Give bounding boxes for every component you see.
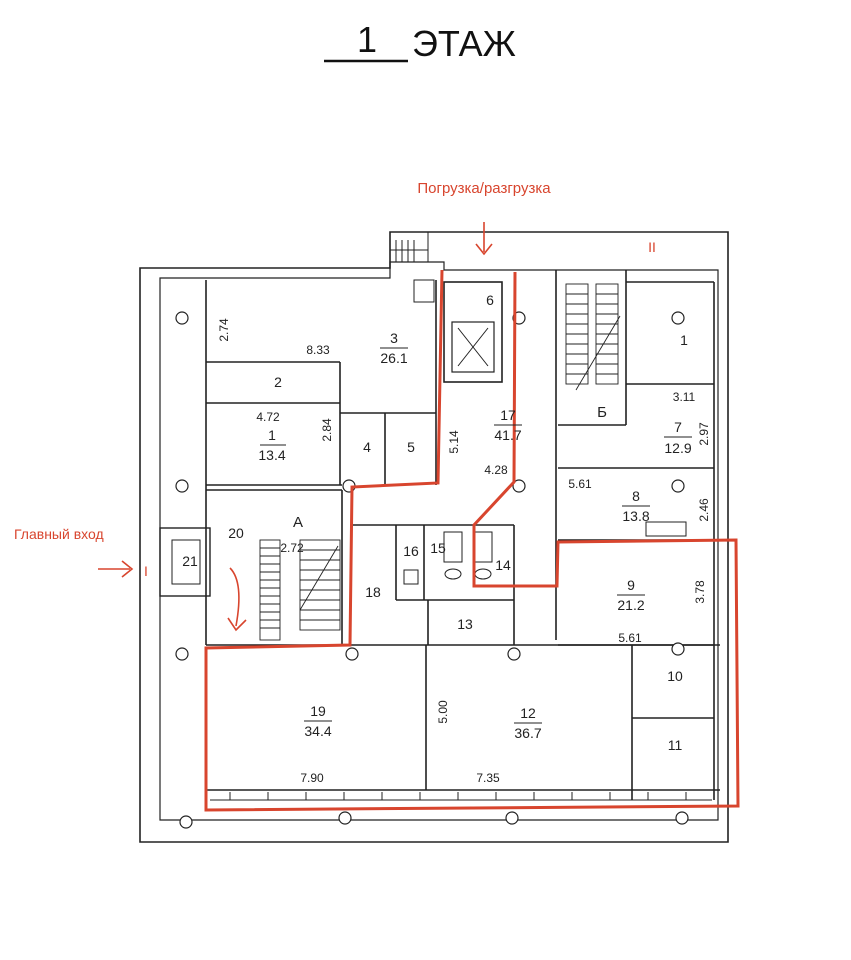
room-14-number: 14 — [495, 557, 511, 573]
room-7-area: 12.9 — [664, 440, 691, 456]
dim-5-61b: 5.61 — [618, 631, 642, 645]
room-3-number: 3 — [390, 330, 398, 346]
room-3-area: 26.1 — [380, 350, 407, 366]
highlight-outlines — [204, 269, 740, 812]
stair-a-treads — [259, 539, 341, 641]
section-mark-ii: II — [648, 239, 656, 255]
room-12-area: 36.7 — [514, 725, 541, 741]
dim-5-61a: 5.61 — [568, 477, 592, 491]
room-labels: 1 1 13.4 2 3 26.1 4 5 6 7 12.9 8 13.8 9 … — [182, 292, 692, 753]
dim-4-72: 4.72 — [256, 410, 280, 424]
room-12-number: 12 — [520, 705, 536, 721]
inner-arrow — [227, 567, 247, 632]
room-17-number: 17 — [500, 407, 516, 423]
room-9-area: 21.2 — [617, 597, 644, 613]
dim-8-33: 8.33 — [306, 343, 330, 357]
room-1b-area: 13.4 — [258, 447, 285, 463]
room-9-number: 9 — [627, 577, 635, 593]
room-18-number: 18 — [365, 584, 381, 600]
room-17-area: 41.7 — [494, 427, 521, 443]
dim-7-90: 7.90 — [300, 771, 324, 785]
room-2-number: 2 — [274, 374, 282, 390]
main-entrance-arrow — [98, 560, 134, 578]
room-19-area: 34.4 — [304, 723, 331, 739]
dim-3-78: 3.78 — [693, 580, 707, 604]
bottom-windows — [210, 792, 712, 801]
room-15-number: 15 — [430, 540, 446, 556]
dim-5-14: 5.14 — [447, 430, 461, 454]
stair-b-label: Б — [597, 404, 607, 421]
room-19-number: 19 — [310, 703, 326, 719]
floor-number: 1 — [357, 19, 377, 60]
dim-2-46: 2.46 — [697, 498, 711, 522]
top-stair-stub — [389, 232, 429, 262]
dim-2-84: 2.84 — [320, 418, 334, 442]
dim-3-11: 3.11 — [673, 390, 696, 404]
floor-word: ЭТАЖ — [412, 23, 516, 64]
floor-title: 1 ЭТАЖ — [324, 19, 516, 64]
section-mark-i: I — [144, 563, 148, 579]
dim-2-74: 2.74 — [217, 318, 231, 342]
dim-2-72: 2.72 — [280, 541, 304, 555]
room-13-number: 13 — [457, 616, 473, 632]
dim-7-35: 7.35 — [476, 771, 500, 785]
room-6-number: 6 — [486, 292, 494, 308]
room-1-number: 1 — [680, 332, 688, 348]
room-4-number: 4 — [363, 439, 371, 455]
main-entrance-label: Главный вход — [14, 526, 104, 542]
loading-arrow — [475, 222, 493, 256]
room-21-number: 21 — [182, 553, 198, 569]
stair-b-treads — [565, 283, 621, 391]
room-8-area: 13.8 — [622, 508, 649, 524]
room-5-number: 5 — [407, 439, 415, 455]
room-20-number: 20 — [228, 525, 244, 541]
room-16-number: 16 — [403, 543, 419, 559]
room-1b-number: 1 — [268, 427, 276, 443]
loading-label: Погрузка/разгрузка — [417, 180, 551, 197]
fixtures — [403, 279, 687, 585]
room-7-number: 7 — [674, 419, 682, 435]
dimension-labels: 2.74 8.33 4.72 2.84 5.14 4.28 2.72 3.11 … — [217, 318, 711, 785]
vestibule-21 — [159, 527, 211, 597]
columns — [175, 311, 689, 829]
dim-2-97: 2.97 — [697, 422, 711, 446]
dim-4-28: 4.28 — [484, 463, 508, 477]
room-10-number: 10 — [667, 668, 683, 684]
interior-walls — [205, 270, 720, 800]
room-11-number: 11 — [668, 737, 683, 753]
dim-5-00: 5.00 — [436, 700, 450, 724]
stair-a-label: А — [293, 514, 303, 531]
room-8-number: 8 — [632, 488, 640, 504]
